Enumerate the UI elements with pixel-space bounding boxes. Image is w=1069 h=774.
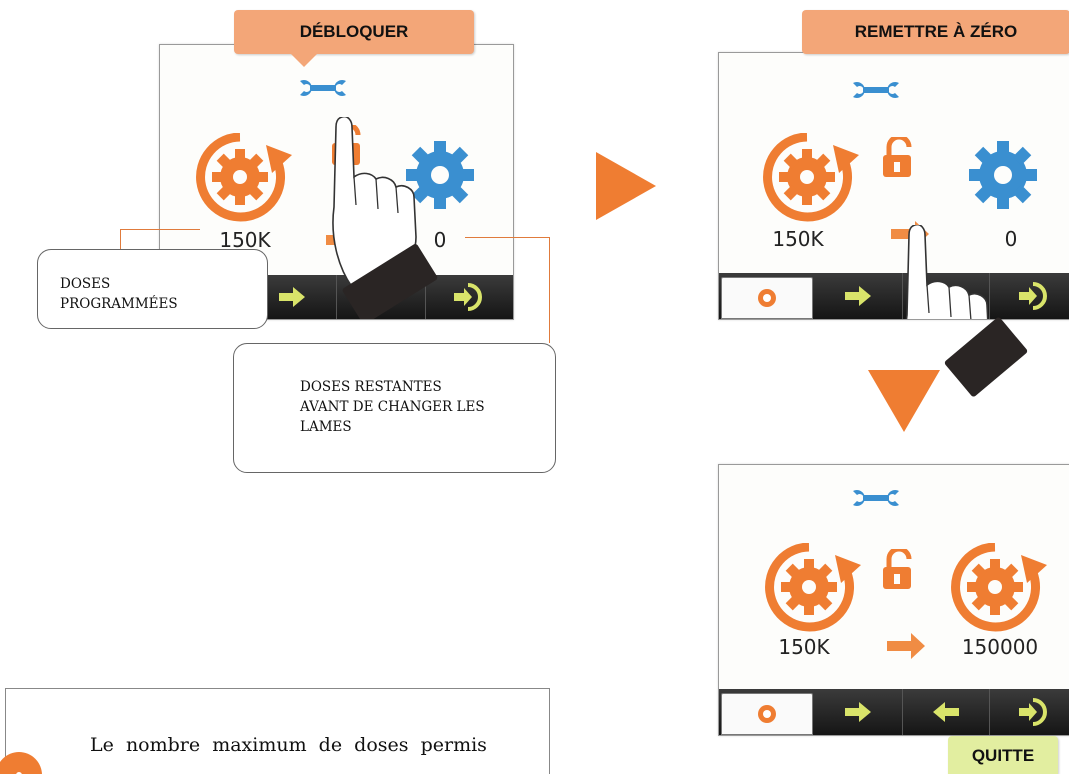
callout-programmed-doses: DOSES PROGRAMMÉES xyxy=(37,249,268,329)
back-button[interactable] xyxy=(903,689,991,735)
back-button[interactable] xyxy=(903,273,991,319)
label-quit: QUITTE xyxy=(948,736,1058,774)
connector-remaining xyxy=(465,237,549,238)
connector-remaining-v xyxy=(549,237,550,343)
wrench-icon xyxy=(300,80,346,96)
screen-reset: 150K 0 xyxy=(718,52,1069,320)
note-box xyxy=(5,688,550,774)
arrow-right-icon xyxy=(279,287,306,307)
arrow-left-icon xyxy=(933,702,959,722)
reset-gear-icon xyxy=(196,133,294,225)
connector-programmed xyxy=(120,229,200,230)
next-button[interactable] xyxy=(249,275,337,319)
arrow-right-icon xyxy=(845,702,872,722)
exit-icon xyxy=(454,283,483,311)
orange-arrow-icon xyxy=(887,633,925,659)
remaining-doses-value: 0 xyxy=(433,228,447,252)
callout-remaining-doses: DOSES RESTANTES AVANT DE CHANGER LES LAM… xyxy=(233,343,556,473)
remaining-doses-value: 150000 xyxy=(961,635,1039,659)
reset-gear-icon-2 xyxy=(951,543,1049,635)
screen-reset-done: 150K 150000 xyxy=(718,464,1069,736)
programmed-doses-value: 150K xyxy=(219,228,271,252)
hand-cuff xyxy=(943,316,1029,398)
home-button[interactable] xyxy=(721,693,813,735)
info-icon xyxy=(0,752,42,774)
lock-open-icon xyxy=(881,549,915,591)
programmed-doses-value: 150K xyxy=(772,227,824,251)
programmed-doses-value: 150K xyxy=(778,635,830,659)
back-button[interactable] xyxy=(337,275,426,319)
toolbar xyxy=(719,689,1069,735)
callout-remaining-line2: AVANT DE CHANGER LES xyxy=(300,399,485,415)
reset-gear-icon xyxy=(765,543,863,635)
wrench-icon xyxy=(853,82,899,98)
label-unlock: DÉBLOQUER xyxy=(234,10,474,54)
callout-programmed-line2: PROGRAMMÉES xyxy=(60,296,178,312)
exit-icon xyxy=(1018,698,1047,726)
next-button[interactable] xyxy=(815,689,903,735)
callout-remaining-line1: DOSES RESTANTES xyxy=(300,379,442,395)
next-button[interactable] xyxy=(815,273,903,319)
exit-button[interactable] xyxy=(990,689,1069,735)
callout-programmed-line1: DOSES xyxy=(60,276,111,292)
flow-arrow-down-icon xyxy=(868,370,940,432)
remaining-doses-value: 0 xyxy=(1004,227,1018,251)
reset-gear-icon xyxy=(763,133,861,225)
flow-arrow-right-icon xyxy=(596,152,656,220)
label-reset: REMETTRE À ZÉRO xyxy=(802,10,1069,54)
home-icon xyxy=(758,705,776,723)
home-button[interactable] xyxy=(721,277,813,319)
lock-open-icon xyxy=(881,137,915,179)
home-icon xyxy=(758,289,776,307)
arrow-right-icon xyxy=(845,286,872,306)
note-text: Le nombre maximum de doses permis xyxy=(90,734,487,756)
toolbar xyxy=(719,273,1069,319)
wrench-icon xyxy=(853,490,899,506)
pointing-hand xyxy=(905,225,990,319)
gear-icon xyxy=(969,141,1037,209)
connector-programmed-v xyxy=(120,229,121,249)
label-unlock-pointer xyxy=(290,53,318,67)
callout-remaining-line3: LAMES xyxy=(300,419,352,435)
